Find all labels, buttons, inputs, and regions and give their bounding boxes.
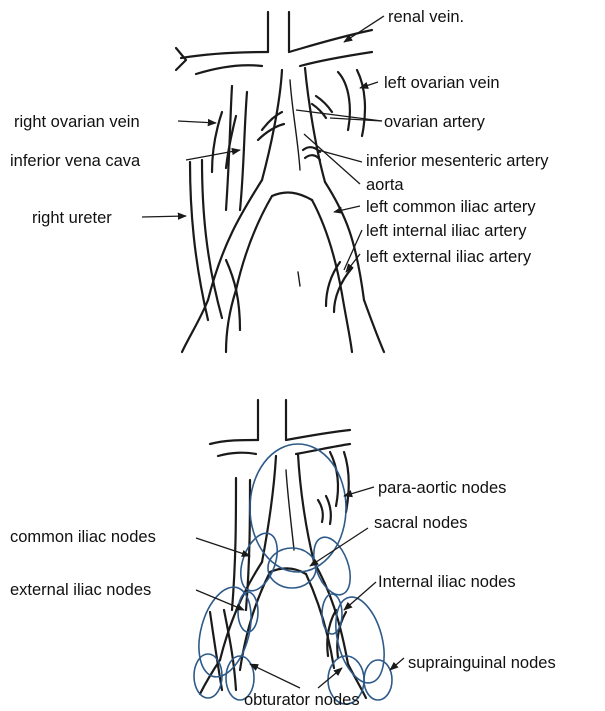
bottom-labels: para-aortic nodes sacral nodes common il… [10, 479, 556, 709]
obturator-arrow-right [250, 664, 300, 688]
right-ureter-label: right ureter [32, 209, 112, 227]
ovarian-artery-label: ovarian artery [384, 113, 486, 131]
suprainguinal-node-outline-right [194, 654, 222, 698]
ovarian-artery-line-1 [296, 110, 382, 121]
left-internal-iliac-artery-label: left internal iliac artery [366, 222, 527, 240]
para-aortic-nodes-label: para-aortic nodes [378, 479, 506, 497]
renal-vein-arrow [344, 16, 384, 42]
lymph-node-outlines [190, 444, 393, 704]
right-ovarian-vein-arrow [178, 121, 216, 123]
top-labels: renal vein. left ovarian vein right ovar… [10, 8, 549, 272]
top-vessel-drawing [176, 12, 384, 352]
sacral-nodes-label: sacral nodes [374, 514, 468, 532]
left-external-iliac-artery-label: left external iliac artery [366, 248, 532, 266]
inferior-vena-cava-label: inferior vena cava [10, 152, 141, 170]
common-iliac-arrow [196, 538, 250, 556]
common-iliac-node-outline-left [307, 532, 358, 599]
aorta-label: aorta [366, 176, 404, 194]
renal-vein-label: renal vein. [388, 8, 464, 26]
right-ureter-arrow [142, 216, 186, 217]
inferior-mesenteric-artery-label: inferior mesenteric artery [366, 152, 549, 170]
common-iliac-nodes-label: common iliac nodes [10, 528, 156, 546]
internal-iliac-nodes-label: Internal iliac nodes [378, 573, 516, 591]
external-iliac-nodes-label: external iliac nodes [10, 581, 151, 599]
obturator-nodes-label: obturator nodes [244, 691, 360, 709]
left-common-iliac-artery-label: left common iliac artery [366, 198, 536, 216]
suprainguinal-node-outline-left [364, 660, 392, 700]
sacral-arrow [310, 528, 368, 566]
suprainguinal-nodes-label: suprainguinal nodes [408, 654, 556, 672]
suprainguinal-arrow [390, 658, 404, 670]
left-ovarian-vein-label: left ovarian vein [384, 74, 500, 92]
left-common-iliac-arrow [334, 206, 360, 212]
external-iliac-node-outline-left [327, 592, 392, 688]
common-iliac-node-outline-right [234, 528, 285, 595]
right-ovarian-vein-label: right ovarian vein [14, 113, 140, 131]
